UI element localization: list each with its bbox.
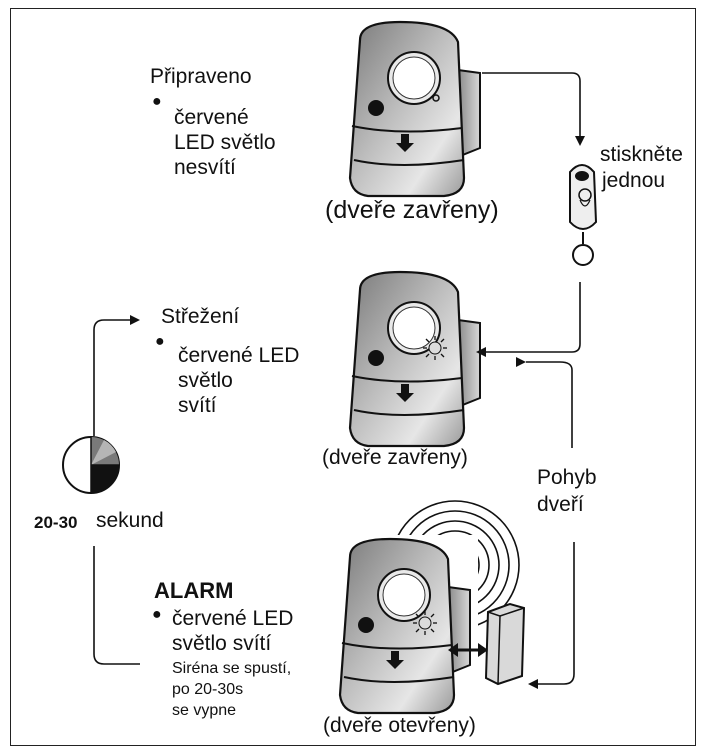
led-burst-icon: [412, 610, 438, 636]
timer-pie-icon: [62, 436, 120, 494]
diagram-frame: [10, 8, 696, 746]
guard-led-line-2: světlo: [178, 369, 233, 392]
double-arrow-icon: [448, 643, 488, 657]
motion-sensor-icon: [328, 535, 478, 720]
remote-action-line-1: stiskněte: [600, 143, 683, 166]
alarm-led-line-1: červené LED: [172, 607, 294, 630]
alarm-note-line-1: Siréna se spustí,: [172, 660, 292, 677]
alarm-door-caption: (dveře otevřeny): [323, 714, 476, 737]
timer-range: 20-30: [34, 513, 78, 532]
flow-arrows: [93, 72, 585, 689]
ready-led-line-3: nesvítí: [174, 156, 236, 179]
alarm-note-line-3: se vypne: [172, 702, 237, 719]
alarm-title: ALARM: [154, 578, 234, 603]
timer-unit: sekund: [96, 509, 164, 532]
door-motion-line-2: dveří: [537, 493, 584, 516]
guard-title: Střežení: [161, 305, 240, 328]
remote-keyfob-icon: [569, 164, 598, 266]
led-burst-icon: [422, 335, 448, 361]
guard-led-line-1: červené LED: [178, 344, 300, 367]
ready-title: Připraveno: [150, 65, 252, 88]
ready-led-line-1: červené: [174, 106, 249, 129]
alarm-note-line-2: po 20-30s: [172, 681, 244, 698]
motion-sensor-icon: [348, 270, 482, 448]
door-magnet-icon: [484, 602, 526, 686]
remote-action-line-2: jednou: [602, 169, 666, 192]
motion-sensor-icon: [348, 20, 482, 198]
ready-door-caption: (dveře zavřeny): [325, 196, 499, 224]
bullet: ●: [152, 606, 162, 623]
door-motion-line-1: Pohyb: [537, 466, 597, 489]
ready-led-line-2: LED světlo: [174, 131, 276, 154]
guard-door-caption: (dveře zavřeny): [322, 446, 468, 469]
bullet: ●: [152, 93, 162, 110]
bullet: ●: [155, 333, 165, 350]
alarm-led-line-2: světlo svítí: [172, 632, 272, 655]
guard-led-line-3: svítí: [178, 394, 217, 417]
